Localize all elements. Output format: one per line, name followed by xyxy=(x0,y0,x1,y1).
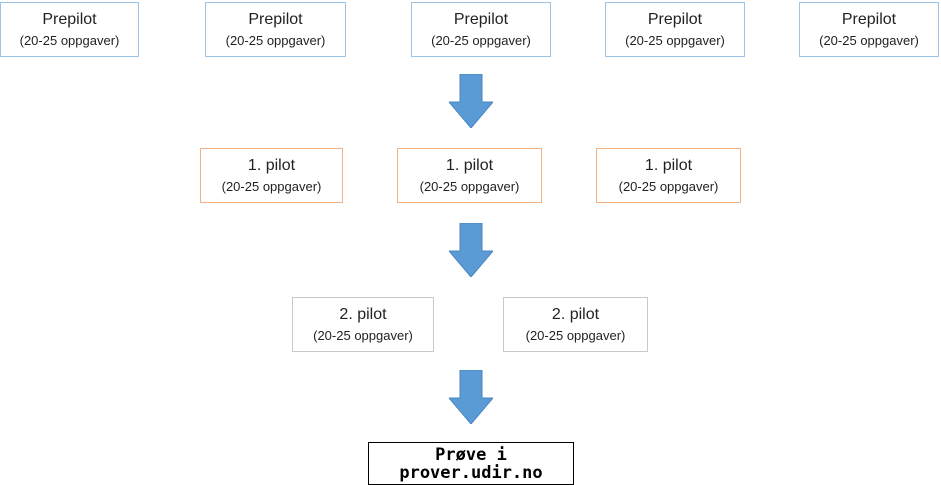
pilot2-title-2: 2. pilot xyxy=(551,306,600,323)
pilot1-title-2: 1. pilot xyxy=(445,157,494,174)
prepilot-subtitle-2: (20-25 oppgaver) xyxy=(225,33,326,48)
pilot1-box-2: 1. pilot (20-25 oppgaver) xyxy=(397,148,542,203)
pilot1-subtitle-1: (20-25 oppgaver) xyxy=(221,179,322,194)
pilot1-box-3: 1. pilot (20-25 oppgaver) xyxy=(596,148,741,203)
pilot1-title-3: 1. pilot xyxy=(644,157,693,174)
down-arrow-icon-3 xyxy=(449,370,493,424)
pilot2-title-1: 2. pilot xyxy=(339,306,387,323)
prepilot-title-2: Prepilot xyxy=(248,11,303,28)
prepilot-box-1: Prepilot (20-25 oppgaver) xyxy=(0,2,139,57)
down-arrow-icon-1 xyxy=(449,74,493,128)
pilot2-subtitle-1: (20-25 oppgaver) xyxy=(313,328,413,343)
pilot1-subtitle-2: (20-25 oppgaver) xyxy=(419,179,520,194)
prepilot-box-3: Prepilot (20-25 oppgaver) xyxy=(411,2,551,57)
prepilot-title-4: Prepilot xyxy=(647,11,703,28)
down-arrow-icon-2 xyxy=(449,223,493,277)
pilot2-subtitle-2: (20-25 oppgaver) xyxy=(525,328,626,343)
prepilot-box-4: Prepilot (20-25 oppgaver) xyxy=(605,2,745,57)
pilot1-subtitle-3: (20-25 oppgaver) xyxy=(618,179,719,194)
prepilot-title-1: Prepilot xyxy=(42,11,97,28)
prepilot-title-5: Prepilot xyxy=(841,11,897,28)
final-box: Prøve i prover.udir.no xyxy=(368,442,574,485)
prepilot-subtitle-3: (20-25 oppgaver) xyxy=(431,33,531,48)
prepilot-box-2: Prepilot (20-25 oppgaver) xyxy=(205,2,346,57)
prepilot-subtitle-5: (20-25 oppgaver) xyxy=(819,33,919,48)
prepilot-title-3: Prepilot xyxy=(453,11,509,28)
pilot1-box-1: 1. pilot (20-25 oppgaver) xyxy=(200,148,343,203)
prepilot-subtitle-1: (20-25 oppgaver) xyxy=(19,33,120,48)
pilot2-box-2: 2. pilot (20-25 oppgaver) xyxy=(503,297,648,352)
final-line-2: prover.udir.no xyxy=(399,462,543,483)
prepilot-box-5: Prepilot (20-25 oppgaver) xyxy=(799,2,939,57)
final-line-1: Prøve i xyxy=(435,444,507,465)
pilot1-title-1: 1. pilot xyxy=(247,157,296,174)
pilot2-box-1: 2. pilot (20-25 oppgaver) xyxy=(292,297,434,352)
prepilot-subtitle-4: (20-25 oppgaver) xyxy=(625,33,725,48)
